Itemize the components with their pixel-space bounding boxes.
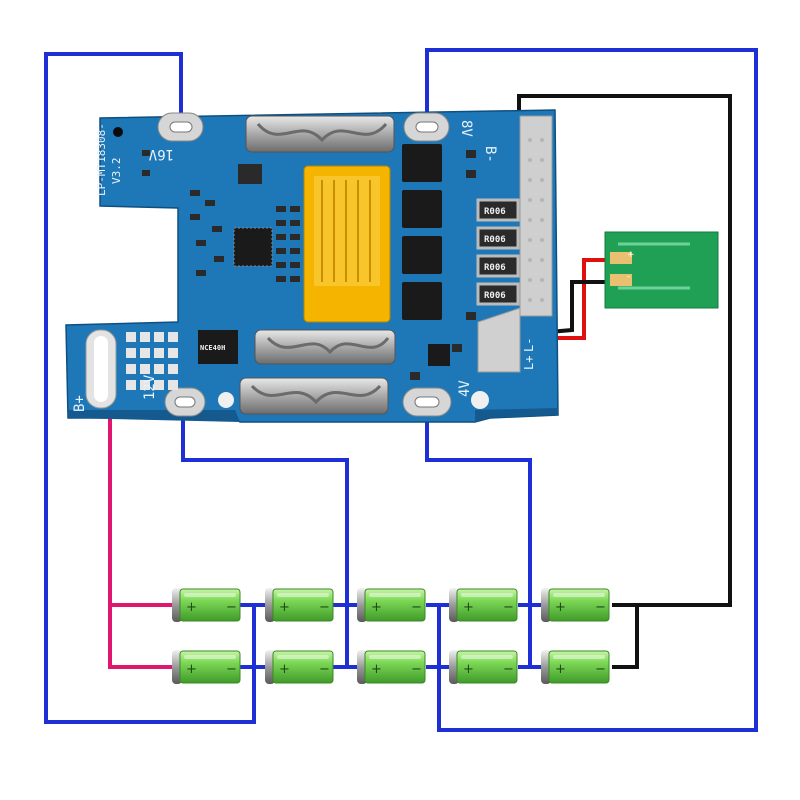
l-minus-label: L- [522,338,536,352]
regulator-label: NCE40H [200,344,225,352]
cell-minus-label: − [319,600,330,615]
battery-cell: +− [172,588,241,622]
cell-minus-label: − [595,662,606,677]
temperature-sensor-board: + - [604,231,719,309]
mosfet-array [402,144,442,320]
series-links [240,603,545,669]
terminal-clips-mid [254,329,396,365]
pcb-mount-hole-a [113,127,123,137]
tap-16v-label: 16V [148,146,174,162]
battery-cell: +− [541,588,610,622]
pcb-mount-hole-c [218,392,234,408]
shunt-resistors: R006 R006 R006 R006 [476,198,520,306]
sensor-wire-red [548,258,612,363]
cell-minus-label: − [226,662,237,677]
b-minus-label: B- [482,146,498,163]
tap-8v-label: 8V [458,120,474,137]
output-pad-area [477,307,521,373]
pad-b-minus [519,115,553,317]
battery-cell: +− [265,650,334,684]
board-model-label: LP-MT18308- [95,123,108,196]
negative-wire [517,94,732,669]
battery-cell: +− [172,650,241,684]
battery-cell: +− [541,650,610,684]
battery-cell: +− [265,588,334,622]
cell-plus-label: + [279,600,290,615]
terminal-clip-top [245,115,395,153]
cell-plus-label: + [555,600,566,615]
cell-plus-label: + [463,600,474,615]
cell-minus-label: − [319,662,330,677]
battery-cells: +−+−+−+−+−+−+−+−+−+− [172,588,610,684]
resistor-label-2: R006 [484,235,506,245]
cell-plus-label: + [371,662,382,677]
cell-plus-label: + [371,600,382,615]
battery-cell: +− [357,650,426,684]
wires [44,48,758,732]
b-plus-label: B+ [72,395,88,412]
control-ic [233,227,273,267]
cell-minus-label: − [503,662,514,677]
board-version-label: V3.2 [110,158,123,185]
balance-wire-16v [44,52,256,724]
cell-minus-label: − [595,600,606,615]
cell-plus-label: + [279,662,290,677]
positive-wire [108,404,172,669]
cell-minus-label: − [226,600,237,615]
yellow-connector [303,165,391,323]
bms-board: R006 R006 R006 R006 NCE40H [65,109,559,423]
cell-minus-label: − [411,600,422,615]
battery-cell: +− [449,588,518,622]
balance-pad-grid [126,332,178,390]
l-plus-label: L+ [522,356,536,370]
resistor-label-1: R006 [484,207,506,217]
tap-12v-label: 12V [142,374,158,400]
diode-chip [428,344,450,366]
regulator-chip [198,330,238,364]
resistor-label-4: R006 [484,291,506,301]
cell-plus-label: + [555,662,566,677]
battery-cell: +− [357,588,426,622]
battery-cell: +− [449,650,518,684]
cell-minus-label: − [411,662,422,677]
cell-plus-label: + [463,662,474,677]
balance-wire-12v [181,404,349,605]
cell-plus-label: + [186,662,197,677]
cell-minus-label: − [503,600,514,615]
terminal-clips-bottom [239,377,389,415]
sensor-minus-label: - [627,272,630,282]
smd-components [142,150,476,380]
tap-4v-label: 4V [457,380,473,397]
cell-plus-label: + [186,600,197,615]
balance-wire-4v [425,404,532,605]
sensor-wire-black [548,280,612,334]
pcb-mount-hole-b [471,391,489,409]
resistor-label-3: R006 [484,263,506,273]
balance-wire-8v [425,48,758,732]
sensor-plus-label: + [627,250,635,260]
